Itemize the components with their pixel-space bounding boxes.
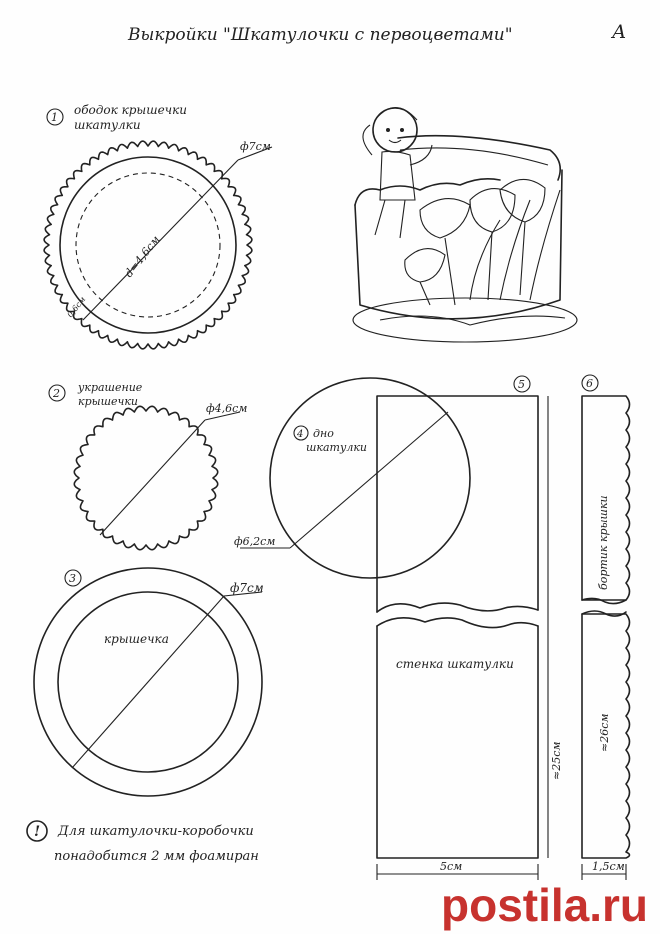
fold-line — [75, 172, 221, 318]
part-label: шкатулки — [306, 441, 367, 454]
cut-break-line — [376, 617, 539, 629]
part-number-circle — [46, 108, 64, 126]
inner-cut-circle — [59, 156, 237, 334]
dimension-label: d=4,6см — [122, 233, 162, 280]
scalloped-outline — [43, 140, 253, 350]
dimension-line — [71, 595, 225, 769]
dimension-label: 5см — [440, 860, 462, 873]
dimension-label: ≈25см — [550, 742, 563, 781]
dimension-line — [82, 159, 239, 321]
scalloped-strip — [581, 613, 631, 859]
dimension-line — [99, 419, 206, 536]
cut-break-line — [376, 602, 539, 613]
cut-break-line — [581, 610, 627, 617]
box-illustration — [352, 106, 578, 343]
note-line-1: Для шкатулочки-коробочки — [57, 824, 254, 839]
warning-icon-glyph: ! — [34, 824, 40, 840]
part-label: ободок крышечки — [74, 103, 187, 117]
part-number-circle — [581, 374, 599, 392]
part-number: 1 — [51, 111, 58, 124]
cut-break-line — [581, 597, 627, 605]
dimension-label: 1,5см — [592, 860, 625, 873]
inner-circle — [57, 591, 239, 773]
scalloped-strip — [581, 395, 631, 601]
leader-line — [204, 411, 241, 421]
part-number: 4 — [296, 429, 303, 440]
part-label: крышечки — [78, 395, 138, 408]
part-number-circle — [48, 384, 66, 402]
note-line-2: понадобится 2 мм фоамиран — [54, 849, 259, 864]
watermark: postila.ru — [441, 879, 648, 931]
dimension-label: 0,6см — [65, 295, 87, 320]
part-label: дно — [313, 427, 334, 440]
leader-line — [223, 591, 263, 597]
cut-circle — [269, 377, 471, 579]
part-number-circle — [64, 569, 82, 587]
part-number: 5 — [518, 378, 525, 391]
part-6-lid-border: 6 бортик крышки ≈26см 1,5см — [581, 374, 631, 880]
dimension-label: ф6,2см — [234, 535, 275, 548]
dimension-label: ф7см — [230, 581, 264, 595]
part-number-circle — [513, 375, 531, 393]
part-label: украшение — [77, 381, 143, 394]
part-number-circle — [293, 425, 309, 441]
part-label: шкатулки — [74, 118, 141, 132]
dimension-label: ≈26см — [598, 714, 611, 753]
part-number: 3 — [69, 572, 76, 585]
part-number: 2 — [52, 387, 60, 400]
part-1-lid-rim: 1 ободок крышечки шкатулки ф7см d=4,6см … — [43, 103, 273, 350]
note: ! Для шкатулочки-коробочки понадобится 2… — [26, 820, 259, 864]
wall-strip-outline — [376, 395, 539, 859]
page-letter: А — [610, 21, 626, 43]
outer-cut-circle — [33, 567, 263, 797]
warning-icon — [26, 820, 48, 842]
part-5-box-wall: 5 стенка шкатулки ≈25см 5см — [376, 375, 563, 880]
part-4-box-bottom: 4 дно шкатулки ф6,2см — [234, 377, 471, 579]
scalloped-outline — [73, 405, 219, 551]
dimension-line — [289, 411, 449, 549]
dimension-label: ф4,6см — [206, 402, 247, 415]
leader-line — [237, 146, 273, 161]
dimension-label: ф7см — [240, 140, 271, 153]
part-label: стенка шкатулки — [396, 657, 514, 671]
part-label: крышечка — [104, 632, 169, 646]
part-label: бортик крышки — [597, 495, 610, 590]
part-number: 6 — [586, 377, 593, 390]
part-2-lid-decoration: 2 украшение крышечки ф4,6см — [48, 381, 247, 551]
part-3-lid: 3 ф7см крышечка — [33, 567, 264, 797]
page-title: Выкройки "Шкатулочки с первоцветами" — [127, 25, 513, 45]
